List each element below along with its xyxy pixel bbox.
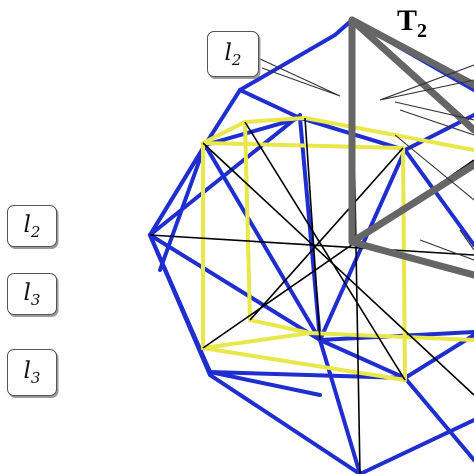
callout-label-l2-top: l2	[207, 31, 259, 77]
tetrahedron-title: T2	[397, 4, 428, 42]
callout-label-l2-left: l2	[7, 205, 57, 247]
callout-pointers	[257, 57, 474, 261]
callout-label-text: l3	[23, 358, 41, 387]
callout-label-text: l2	[224, 39, 242, 69]
callout-label-l3-bottom: l3	[7, 349, 57, 396]
callout-label-text: l3	[23, 279, 41, 309]
callout-label-l3-middle: l3	[7, 273, 57, 315]
callout-label-text: l2	[23, 211, 41, 241]
tetrahedron-t2	[348, 16, 474, 279]
